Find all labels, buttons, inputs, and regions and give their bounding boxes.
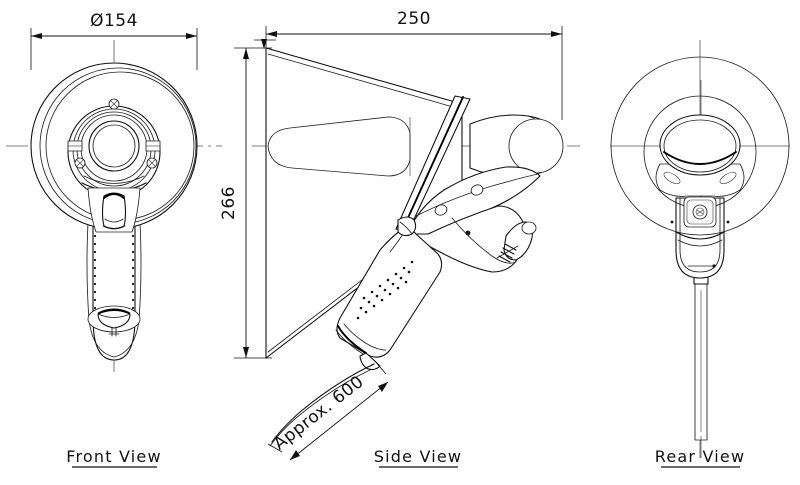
grip-perforation-dots xyxy=(356,260,414,320)
dim250-arrow-right xyxy=(551,31,562,37)
rear-view-label: Rear View xyxy=(655,447,745,466)
bell-outer-circle xyxy=(610,56,790,236)
shell-vent-1 xyxy=(434,204,448,216)
dimension-height-266: 266 xyxy=(219,47,272,359)
handle-grip-dots xyxy=(93,234,135,310)
rear-view-cable xyxy=(693,267,709,458)
grip-body xyxy=(336,227,443,358)
grip-base-edge xyxy=(337,325,367,354)
rear-oval-shadow xyxy=(663,151,737,165)
side-view-label: Side View xyxy=(374,447,462,466)
rear-view-oval xyxy=(659,114,741,176)
trigger-button xyxy=(101,192,127,230)
rear-view-panel xyxy=(683,196,717,228)
carry-strap-outer xyxy=(271,363,375,443)
rear-panel-plate-inner xyxy=(686,199,714,225)
driver-inner-profile xyxy=(267,116,411,177)
flange-bar-edge xyxy=(401,96,464,232)
dimension-diameter-154: Ø154 xyxy=(30,11,198,70)
rear-view-lower-trim xyxy=(670,220,730,247)
fastener-top xyxy=(108,98,120,110)
front-view-trigger-cowl xyxy=(87,187,141,233)
rear-vent-right xyxy=(719,172,737,184)
rear-view-group: Rear View xyxy=(610,40,790,468)
side-view-group: Side View xyxy=(252,47,580,468)
dim154-arrow-left xyxy=(31,33,42,39)
dim600-ext-upper xyxy=(373,359,387,375)
front-view-label: Front View xyxy=(66,447,162,466)
thumb-rest-button xyxy=(521,221,537,235)
carry-strap-inner xyxy=(269,369,371,447)
handle-screw-dot xyxy=(712,264,716,268)
dim266-arrow-top xyxy=(243,48,249,59)
indicator-led xyxy=(465,230,471,236)
fastener-left xyxy=(74,157,86,169)
dim600-arrow-lower xyxy=(290,450,300,460)
dim600-ext-lower xyxy=(267,443,283,453)
dim266-text: 266 xyxy=(219,186,239,220)
rear-oval-outer xyxy=(659,114,741,176)
side-view-grip xyxy=(335,227,443,371)
driver-lower-arc-2 xyxy=(83,175,145,184)
driver-throat-inner xyxy=(92,124,136,168)
dim600-line xyxy=(289,381,389,461)
trigger-switch-ribs xyxy=(496,243,519,263)
side-view-hinge-knuckle xyxy=(397,216,417,237)
dim266-arrow-bottom xyxy=(243,347,249,358)
body-mid-contour xyxy=(451,217,517,264)
dim250-arrow-left xyxy=(266,31,277,37)
horn-bell-rim-top-inner xyxy=(267,53,461,110)
fastener-right xyxy=(146,157,158,169)
side-view-carry-strap xyxy=(269,363,375,447)
rear-shell-wings xyxy=(655,163,745,197)
side-view-top-tick xyxy=(254,39,276,49)
lower-trim-arc-1 xyxy=(675,231,725,240)
driver-throat-bore xyxy=(88,120,140,172)
rear-panel-screw-inner xyxy=(695,207,705,217)
front-view-handle xyxy=(86,204,142,361)
lower-trim-dot-left xyxy=(670,220,674,224)
handle-end-cap xyxy=(87,305,141,337)
side-view-trigger-assembly xyxy=(496,221,537,263)
lower-trim-arc-2 xyxy=(677,239,723,247)
front-view-group: Front View xyxy=(6,40,222,468)
side-view-driver-profile xyxy=(267,116,411,177)
shell-upper-seam xyxy=(415,173,539,217)
rear-view-shell xyxy=(655,163,745,197)
lower-trim-dot-right xyxy=(726,220,730,224)
grip-strap-anchor xyxy=(359,352,381,371)
dim154-arrow-right xyxy=(186,33,197,39)
shell-vent-2 xyxy=(470,184,484,196)
handle-shaft-inner xyxy=(679,197,721,273)
grip-back-contour xyxy=(343,323,387,351)
front-view-driver-rings xyxy=(67,105,161,199)
motor-housing-cap xyxy=(508,118,564,174)
handle-outer-edge xyxy=(86,204,142,358)
dimension-length-250: 250 xyxy=(265,9,563,120)
front-view-fasteners xyxy=(74,98,158,169)
dim154-text: Ø154 xyxy=(90,11,138,31)
rear-oval-inner xyxy=(663,119,737,173)
dim250-text: 250 xyxy=(397,9,431,29)
dim600-arrow-upper xyxy=(378,382,388,392)
front-view-mount-lugs xyxy=(67,140,161,152)
rear-vent-left xyxy=(663,172,681,184)
